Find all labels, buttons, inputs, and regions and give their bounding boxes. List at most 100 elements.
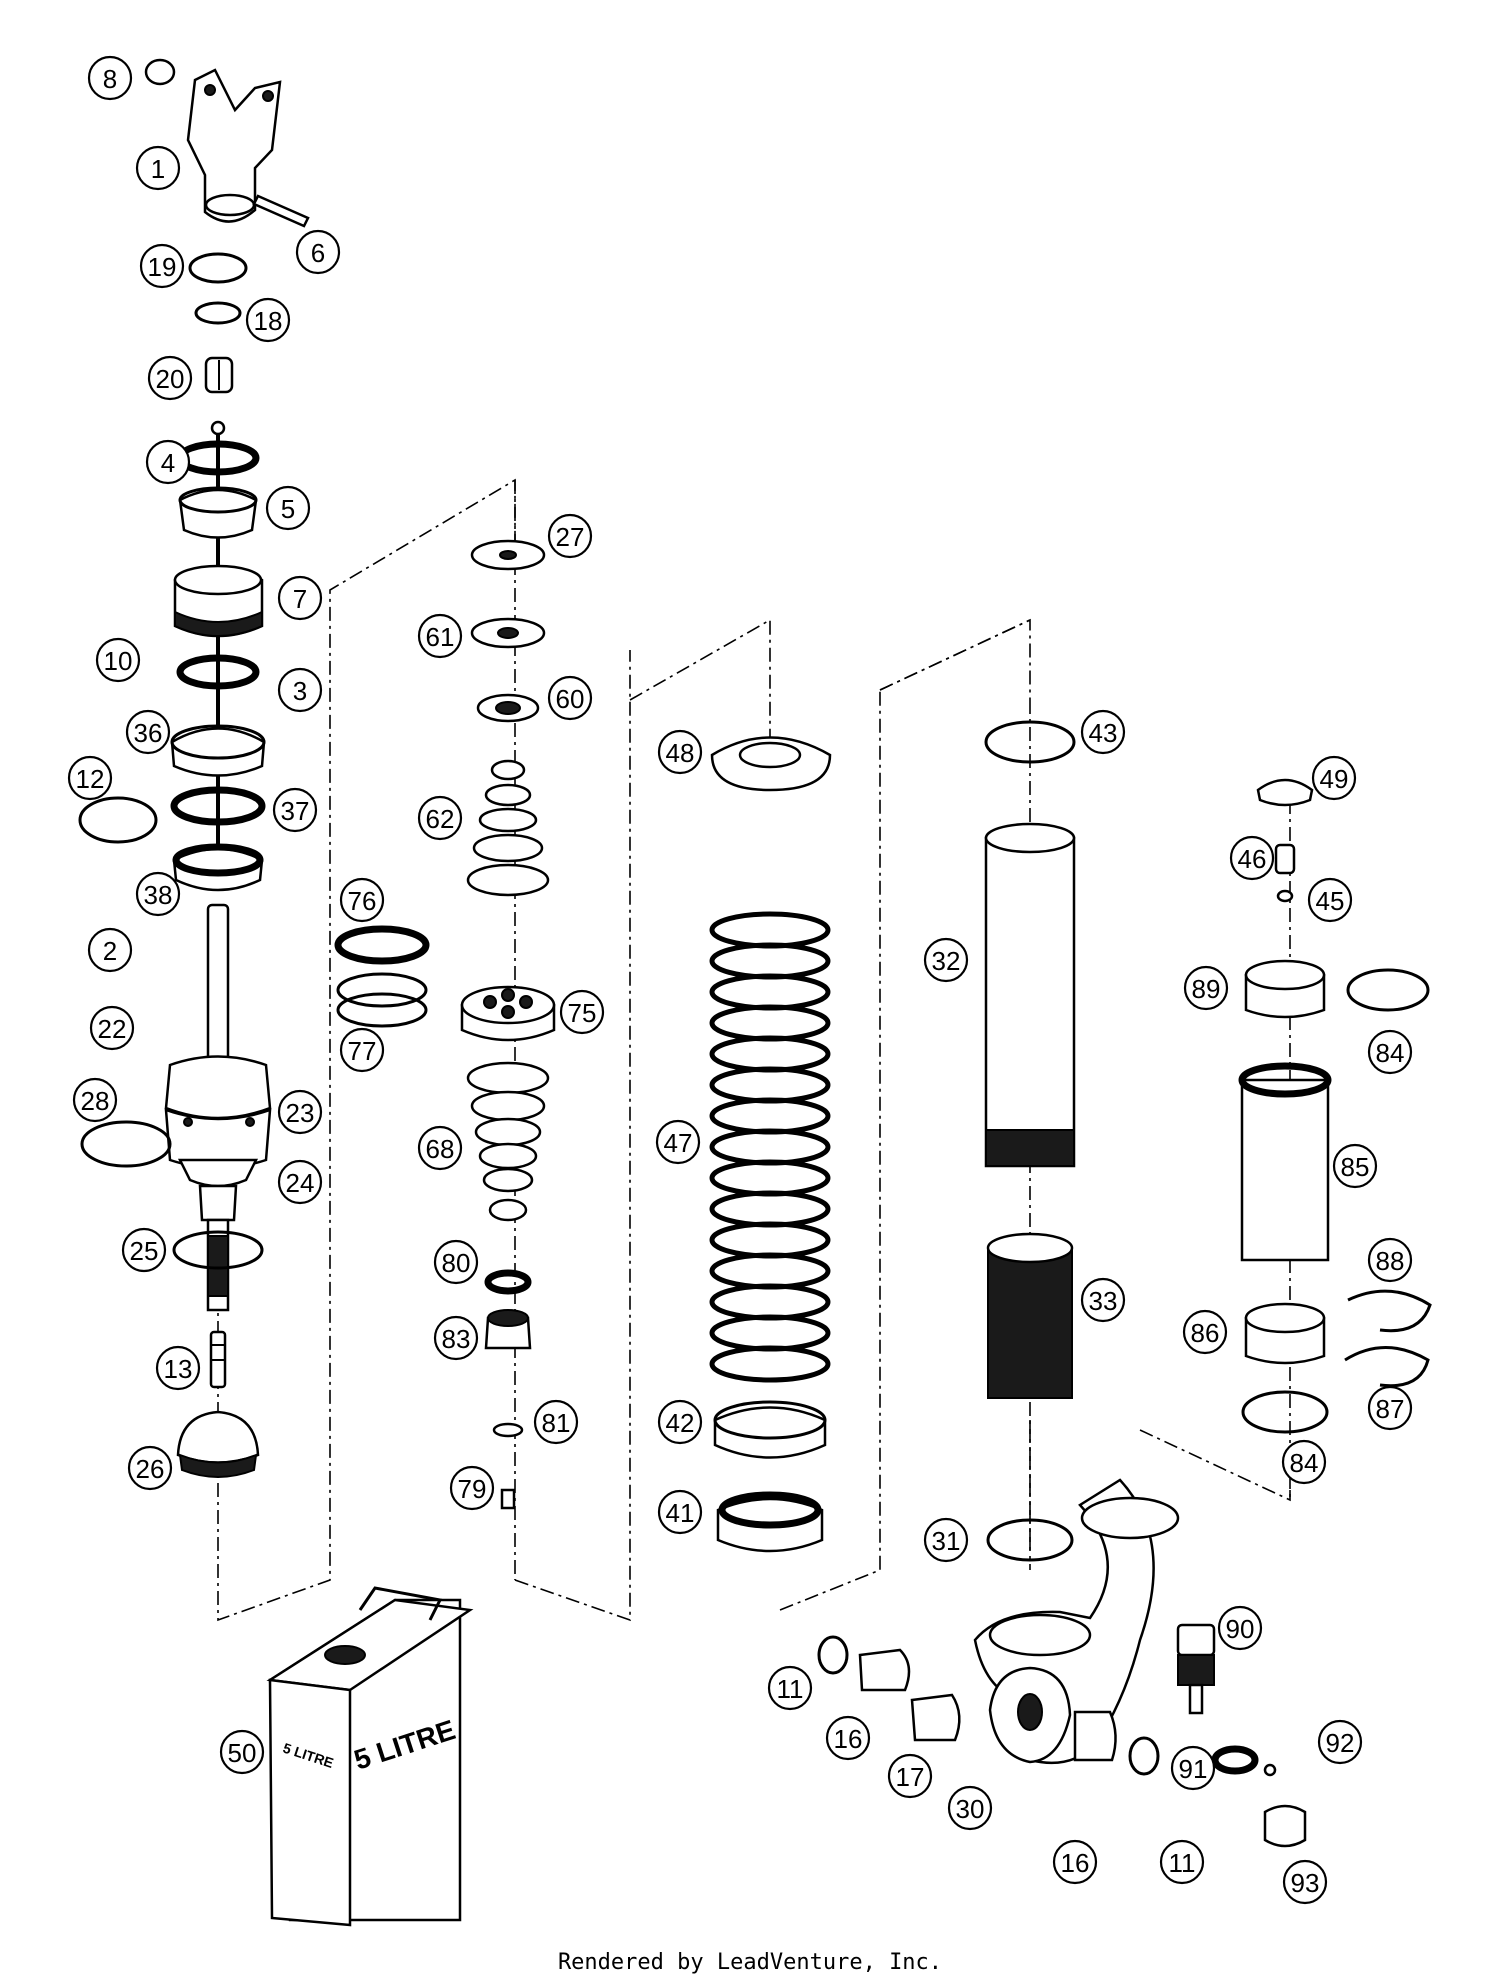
shock-body-30 (973, 1478, 1180, 1765)
cap-89 (1244, 959, 1326, 1019)
callout-20: 20 (147, 355, 193, 401)
seat-38 (172, 843, 264, 892)
ring-84-top (1346, 968, 1430, 1012)
callout-circle (277, 667, 323, 713)
callout-61: 61 (417, 613, 463, 659)
callout-38: 38 (135, 871, 181, 917)
spring-retainer-48 (710, 736, 832, 792)
callout-number: 89 (1192, 974, 1221, 1004)
callout-number: 41 (666, 1498, 695, 1528)
callout-number: 8 (103, 64, 117, 94)
callout-48: 48 (657, 729, 703, 775)
callout-circle (277, 1159, 323, 1205)
callout-circle (295, 229, 341, 275)
callout-circle (1080, 709, 1126, 755)
callout-number: 46 (1238, 844, 1267, 874)
callout-90: 90 (1217, 1605, 1263, 1651)
callout-number: 91 (1179, 1754, 1208, 1784)
callout-circle (1080, 1277, 1126, 1323)
callout-47: 47 (655, 1119, 701, 1165)
callout-77: 77 (339, 1027, 385, 1073)
shim-stack-68 (466, 1061, 550, 1222)
callout-number: 20 (156, 364, 185, 394)
callout-number: 27 (556, 522, 585, 552)
callout-89: 89 (1183, 965, 1229, 1011)
callout-circle (89, 1005, 135, 1051)
ring-28 (80, 1120, 172, 1168)
ring-84-bottom (1241, 1390, 1329, 1434)
sleeve-32 (984, 822, 1076, 1168)
callout-circle (433, 1239, 479, 1285)
callout-6: 6 (295, 229, 341, 275)
callout-32: 32 (923, 937, 969, 983)
callout-number: 28 (81, 1086, 110, 1116)
ring-31 (986, 1518, 1074, 1562)
ring-91 (1211, 1745, 1259, 1775)
cap-93 (1263, 1804, 1307, 1848)
valve-13 (209, 1330, 227, 1389)
callout-circle (1367, 1237, 1413, 1283)
spring-coil (709, 1252, 831, 1290)
screw-79 (500, 1488, 516, 1510)
callout-circle (559, 989, 605, 1035)
callout-13: 13 (155, 1345, 201, 1391)
callout-11: 11 (767, 1665, 813, 1711)
callout-circle (1332, 1143, 1378, 1189)
callout-number: 24 (286, 1168, 315, 1198)
o-ring-19 (188, 252, 248, 284)
callout-circle (1229, 835, 1275, 881)
callout-92: 92 (1317, 1719, 1363, 1765)
callout-circle (923, 1517, 969, 1563)
callout-number: 75 (568, 998, 597, 1028)
callout-circle (825, 1715, 871, 1761)
callout-number: 50 (228, 1738, 257, 1768)
callout-number: 37 (281, 796, 310, 826)
callout-circle (139, 243, 185, 289)
callout-number: 12 (76, 764, 105, 794)
callout-number: 79 (458, 1474, 487, 1504)
callout-24: 24 (277, 1159, 323, 1205)
callout-circle (145, 439, 191, 485)
callout-circle (657, 1489, 703, 1535)
callout-number: 36 (134, 718, 163, 748)
callout-8: 8 (87, 55, 133, 101)
cap-86 (1244, 1302, 1326, 1365)
callout-number: 45 (1316, 886, 1345, 916)
callout-circle (339, 1027, 385, 1073)
callout-circle (533, 1399, 579, 1445)
callout-33: 33 (1080, 1277, 1126, 1323)
callout-circle (135, 871, 181, 917)
callout-36: 36 (125, 709, 171, 755)
callout-number: 87 (1376, 1394, 1405, 1424)
callout-75: 75 (559, 989, 605, 1035)
callout-circle (95, 637, 141, 683)
callout-16: 16 (825, 1715, 871, 1761)
callout-number: 26 (136, 1454, 165, 1484)
callout-number: 5 (281, 494, 295, 524)
callout-number: 16 (834, 1724, 863, 1754)
callout-number: 84 (1376, 1038, 1405, 1068)
callout-60: 60 (547, 675, 593, 721)
callout-1: 1 (135, 145, 181, 191)
piston-75 (460, 985, 556, 1042)
spring-47 (709, 911, 831, 1383)
callout-26: 26 (127, 1445, 173, 1491)
callout-circle (1307, 877, 1353, 923)
piston-rod-assembly-2 (164, 903, 272, 1312)
spring-coil (709, 1035, 831, 1073)
callout-16: 16 (1052, 1839, 1098, 1885)
oil-can-50: 5 LITRE 5 LITRE (266, 1586, 474, 1927)
callout-2: 2 (87, 927, 133, 973)
spring-coil (709, 1159, 831, 1197)
ring-43 (984, 720, 1076, 764)
callout-number: 10 (104, 646, 133, 676)
pin-6 (252, 194, 310, 228)
callout-43: 43 (1080, 709, 1126, 755)
callout-number: 61 (426, 622, 455, 652)
callout-86: 86 (1182, 1309, 1228, 1355)
callout-42: 42 (657, 1399, 703, 1445)
callout-circle (1311, 755, 1357, 801)
o-ring-45 (1276, 889, 1294, 903)
